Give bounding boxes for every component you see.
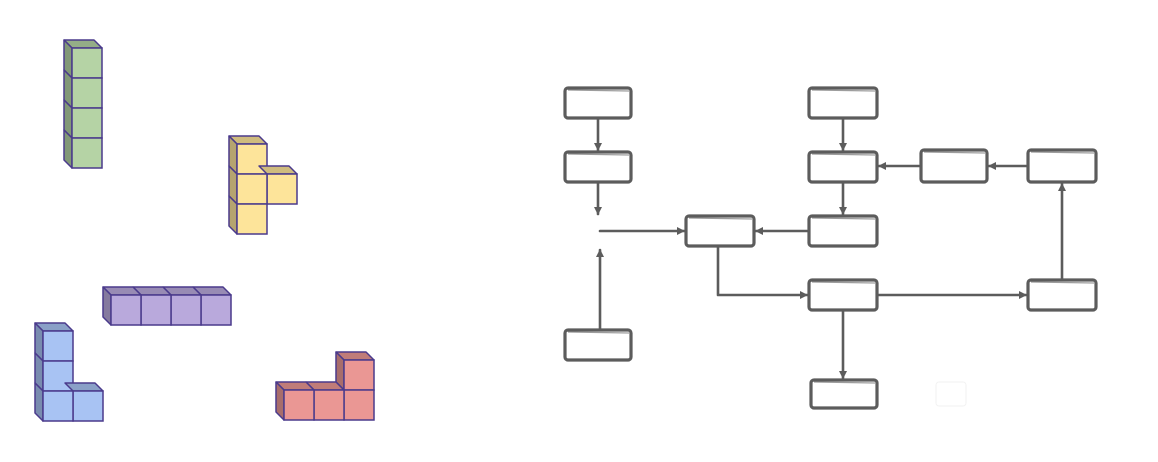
flow-box bbox=[1026, 278, 1098, 312]
flow-box bbox=[807, 214, 879, 248]
block-cube bbox=[162, 286, 202, 326]
block-cube bbox=[228, 195, 268, 235]
block-cube bbox=[192, 286, 232, 326]
block-cube bbox=[63, 39, 103, 79]
piece-red-j bbox=[275, 351, 375, 421]
block-cube bbox=[63, 129, 103, 169]
block-cube bbox=[275, 381, 315, 421]
flow-box bbox=[563, 86, 633, 120]
flow-box bbox=[563, 150, 633, 184]
block-cube bbox=[335, 351, 375, 391]
flow-box bbox=[807, 86, 879, 120]
flow-box bbox=[684, 214, 756, 248]
block-cube bbox=[34, 322, 74, 362]
flow-box bbox=[935, 381, 967, 407]
piece-blue-l bbox=[34, 322, 104, 422]
block-cube bbox=[102, 286, 142, 326]
block-cube bbox=[63, 99, 103, 139]
piece-purple-i bbox=[102, 286, 232, 326]
flow-box bbox=[807, 278, 879, 312]
block-cube bbox=[63, 69, 103, 109]
piece-green-i bbox=[63, 39, 103, 169]
flow-box bbox=[807, 150, 879, 184]
flow-box bbox=[1026, 148, 1098, 184]
piece-yellow-t bbox=[228, 135, 298, 235]
block-cube bbox=[305, 381, 345, 421]
flow-arrow bbox=[716, 245, 809, 299]
flow-box bbox=[809, 378, 879, 410]
flow-box bbox=[563, 328, 633, 362]
block-cube bbox=[132, 286, 172, 326]
block-cube bbox=[64, 382, 104, 422]
block-cube bbox=[34, 382, 74, 422]
block-cube bbox=[258, 165, 298, 205]
flow-box bbox=[919, 148, 989, 184]
block-cube bbox=[343, 389, 375, 421]
